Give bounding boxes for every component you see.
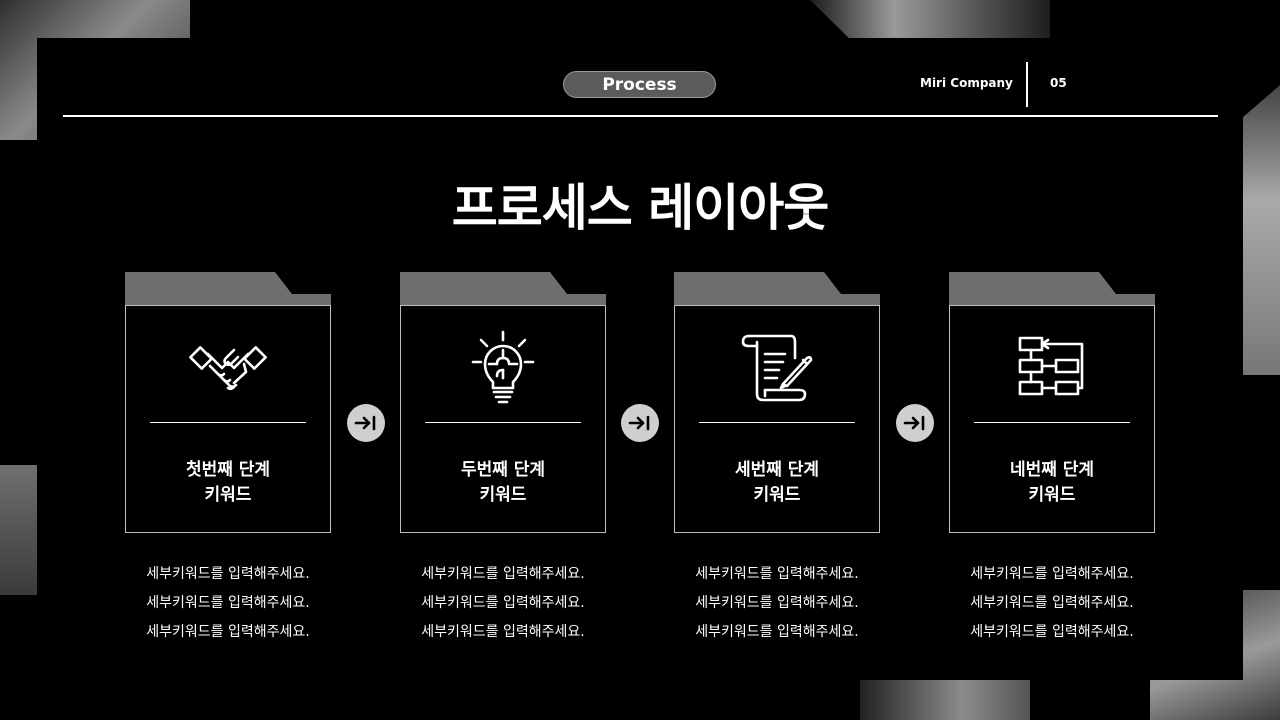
detail-line: 세부키워드를 입력해주세요.	[421, 566, 585, 582]
decorative-gradient-tile	[1240, 85, 1280, 375]
detail-line: 세부키워드를 입력해주세요.	[146, 624, 310, 640]
detail-line: 세부키워드를 입력해주세요.	[970, 624, 1134, 640]
next-arrow-icon	[621, 404, 659, 442]
step-label: 네번째 단계 키워드	[950, 458, 1154, 508]
folder-tab	[400, 272, 606, 306]
company-name: Miri Company	[920, 76, 1013, 90]
detail-line: 세부키워드를 입력해주세요.	[970, 566, 1134, 582]
process-step-3: 세번째 단계 키워드	[674, 272, 880, 533]
folder-tab	[949, 272, 1155, 306]
page-title: 프로세스 레이아웃	[451, 179, 829, 237]
step-details-2: 세부키워드를 입력해주세요. 세부키워드를 입력해주세요. 세부키워드를 입력해…	[393, 560, 613, 647]
step-title: 첫번째 단계	[185, 460, 271, 480]
next-arrow-icon	[347, 404, 385, 442]
folder-tab	[125, 272, 331, 306]
decorative-gradient-tile	[0, 465, 40, 595]
detail-line: 세부키워드를 입력해주세요.	[421, 624, 585, 640]
card-divider	[699, 422, 855, 423]
step-label: 세번째 단계 키워드	[675, 458, 879, 508]
detail-line: 세부키워드를 입력해주세요.	[695, 624, 859, 640]
step-keyword: 키워드	[1028, 485, 1076, 505]
step-keyword: 키워드	[479, 485, 527, 505]
page-number: 05	[1050, 76, 1067, 90]
lightbulb-puzzle-icon	[463, 328, 543, 408]
detail-line: 세부키워드를 입력해주세요.	[695, 595, 859, 611]
step-details-4: 세부키워드를 입력해주세요. 세부키워드를 입력해주세요. 세부키워드를 입력해…	[942, 560, 1162, 647]
section-pill: Process	[563, 71, 716, 98]
header-rule	[63, 115, 1218, 117]
step-keyword: 키워드	[204, 485, 252, 505]
card-divider	[425, 422, 581, 423]
slide: Process Miri Company 05 프로세스 레이아웃	[37, 38, 1243, 680]
step-card: 네번째 단계 키워드	[949, 305, 1155, 533]
step-card: 세번째 단계 키워드	[674, 305, 880, 533]
flowchart-icon	[1012, 328, 1092, 408]
step-label: 두번째 단계 키워드	[401, 458, 605, 508]
step-title: 네번째 단계	[1009, 460, 1095, 480]
detail-line: 세부키워드를 입력해주세요.	[146, 595, 310, 611]
decorative-gradient-tile	[860, 680, 1030, 720]
step-details-1: 세부키워드를 입력해주세요. 세부키워드를 입력해주세요. 세부키워드를 입력해…	[118, 560, 338, 647]
card-divider	[974, 422, 1130, 423]
step-keyword: 키워드	[753, 485, 801, 505]
step-label: 첫번째 단계 키워드	[126, 458, 330, 508]
detail-line: 세부키워드를 입력해주세요.	[695, 566, 859, 582]
process-step-2: 두번째 단계 키워드	[400, 272, 606, 533]
folder-tab	[674, 272, 880, 306]
decorative-gradient-tile	[810, 0, 1050, 40]
scroll-quill-icon	[737, 328, 817, 408]
step-card: 첫번째 단계 키워드	[125, 305, 331, 533]
step-title: 두번째 단계	[460, 460, 546, 480]
next-arrow-icon	[896, 404, 934, 442]
process-step-4: 네번째 단계 키워드	[949, 272, 1155, 533]
header-divider	[1026, 62, 1028, 107]
step-card: 두번째 단계 키워드	[400, 305, 606, 533]
process-step-1: 첫번째 단계 키워드	[125, 272, 331, 533]
step-title: 세번째 단계	[734, 460, 820, 480]
handshake-icon	[188, 328, 268, 408]
detail-line: 세부키워드를 입력해주세요.	[146, 566, 310, 582]
step-details-3: 세부키워드를 입력해주세요. 세부키워드를 입력해주세요. 세부키워드를 입력해…	[667, 560, 887, 647]
detail-line: 세부키워드를 입력해주세요.	[970, 595, 1134, 611]
card-divider	[150, 422, 306, 423]
detail-line: 세부키워드를 입력해주세요.	[421, 595, 585, 611]
